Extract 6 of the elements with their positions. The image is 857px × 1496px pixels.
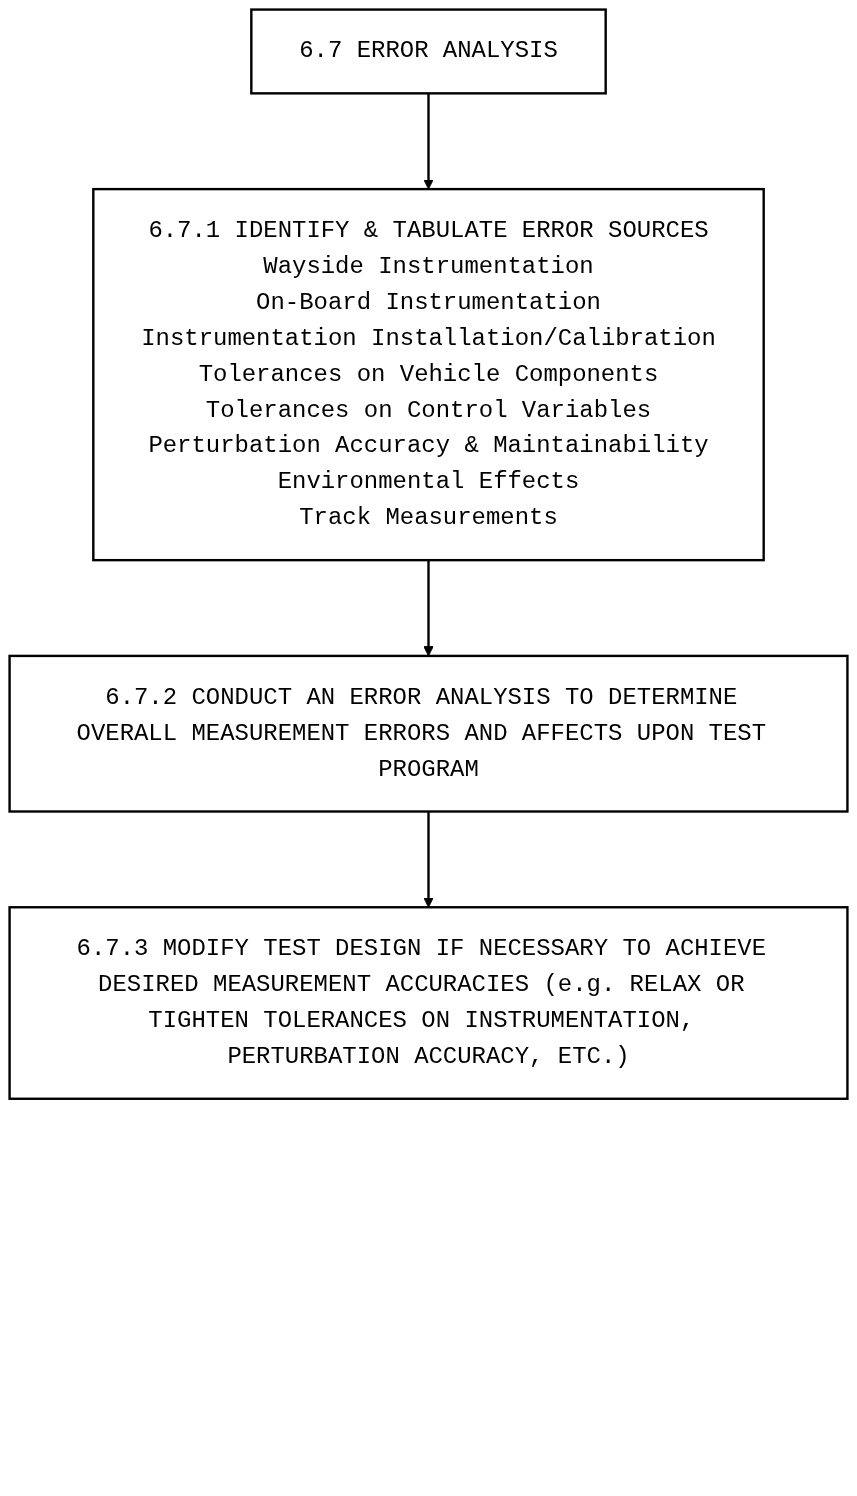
arrow: [423, 93, 434, 190]
arrow: [423, 811, 434, 908]
node-box: 6.7.2 CONDUCT AN ERROR ANALYSIS TO DETERMINE OVERALL MEASUREMENT ERRORS AND AFFECTS UPON TEST PROGRAM: [8, 654, 849, 813]
node-box: 6.7.1 IDENTIFY & TABULATE ERROR SOURCES Wayside Instrumentation On-Board Instrumentation Instrumentation Installation/Calibration Tolerances on Vehicle Components Tolerances on Control Variables Perturbation Accuracy & Maintainability Environmental Effects Track Measurements: [92, 187, 765, 562]
node-box: 6.7 ERROR ANALYSIS: [250, 8, 607, 95]
node-box: 6.7.3 MODIFY TEST DESIGN IF NECESSARY TO ACHIEVE DESIRED MEASUREMENT ACCURACIES (e.g. RELAX OR TIGHTEN TOLERANCES ON INSTRUMENTATION, PERTURBATION ACCURACY, ETC.): [8, 906, 849, 1100]
